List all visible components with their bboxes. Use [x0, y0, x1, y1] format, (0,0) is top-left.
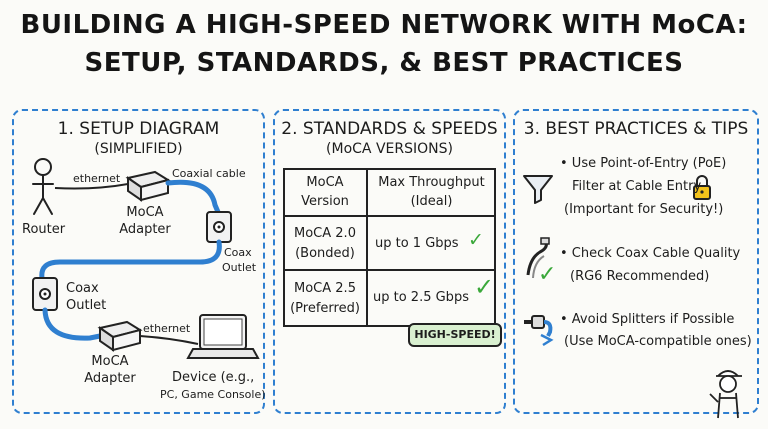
moca-adapter-top-label-1: MoCA — [126, 205, 164, 220]
cable-quality-check-icon: ✓ — [538, 262, 557, 287]
row1-speed: up to 1 Gbps — [375, 236, 459, 251]
panel1-subheading: (SIMPLIFIED) — [94, 141, 183, 157]
tip3-line1: • Avoid Splitters if Possible — [560, 312, 735, 327]
tip2-line1: • Check Coax Cable Quality — [560, 246, 741, 261]
standards-panel: 2. STANDARDS & SPEEDS (MoCA VERSIONS) — [273, 109, 506, 414]
coax-outlet-left-label-1: Coax — [66, 281, 99, 296]
header-throughput-1: Max Throughput — [378, 175, 485, 190]
coax-cable-coil-icon — [526, 237, 550, 279]
funnel-filter-icon — [523, 175, 553, 204]
header-throughput-2: (Ideal) — [410, 194, 453, 209]
tip3-line2: (Use MoCA-compatible ones) — [564, 334, 752, 349]
row1-version-1: MoCA 2.0 — [294, 226, 356, 241]
row2-version-1: MoCA 2.5 — [294, 281, 356, 296]
high-speed-badge: HIGH-SPEED! — [408, 323, 502, 347]
setup-diagram-panel: 1. SETUP DIAGRAM (SIMPLIFIED) — [12, 109, 265, 414]
moca-versions-table: MoCA Version Max Throughput (Ideal) MoCA… — [283, 168, 496, 327]
tip1-line1: • Use Point-of-Entry (PoE) — [560, 156, 727, 171]
technician-character-icon — [709, 370, 742, 419]
router-label: Router — [22, 222, 66, 237]
moca-adapter-top-label-2: Adapter — [119, 222, 171, 237]
panel2-heading: 2. STANDARDS & SPEEDS — [281, 119, 498, 139]
coax-outlet-right-label-1: Coax — [224, 246, 252, 259]
ethernet-cable-bottom-icon — [139, 335, 199, 345]
tip1-line3: (Important for Security!) — [564, 202, 724, 217]
coax-cable-top-icon — [165, 179, 221, 215]
coax-outlet-left-icon — [32, 277, 58, 311]
row1-check-icon: ✓ — [468, 229, 484, 251]
title-line-2: SETUP, STANDARDS, & BEST PRACTICES — [84, 48, 684, 78]
tip1-line2: Filter at Cable Entry — [572, 179, 702, 194]
tip2-line2: (RG6 Recommended) — [570, 269, 710, 284]
panel1-heading: 1. SETUP DIAGRAM — [57, 119, 220, 139]
panel2-subheading: (MoCA VERSIONS) — [326, 141, 453, 157]
header-version-2: Version — [301, 194, 349, 209]
best-practices-panel: 3. BEST PRACTICES & TIPS — [513, 109, 759, 414]
ethernet-cable-top-icon — [54, 183, 129, 190]
header-version-1: MoCA — [306, 175, 344, 190]
moca-adapter-bottom-label-1: MoCA — [91, 354, 129, 369]
moca-adapter-bottom-icon — [97, 320, 143, 352]
lock-icon — [693, 175, 711, 200]
moca-adapter-top-icon — [125, 170, 171, 202]
coaxial-cable-label: Coaxial cable — [172, 167, 246, 180]
panel3-heading: 3. BEST PRACTICES & TIPS — [523, 119, 749, 139]
row1-version-2: (Bonded) — [295, 246, 355, 261]
coax-outlet-left-label-2: Outlet — [66, 298, 107, 313]
moca-adapter-bottom-label-2: Adapter — [84, 371, 136, 386]
router-figure-icon — [32, 158, 54, 215]
splitter-icon — [524, 315, 554, 347]
row2-version-2: (Preferred) — [290, 301, 360, 316]
laptop-icon — [186, 314, 260, 359]
row2-check-icon: ✓ — [473, 273, 495, 301]
coax-cable-bottom-icon — [42, 307, 103, 341]
coax-outlet-right-icon — [206, 211, 232, 243]
title-line-1: BUILDING A HIGH-SPEED NETWORK WITH MoCA: — [20, 10, 748, 40]
coax-cable-middle-icon — [39, 239, 222, 281]
table-grid — [283, 168, 496, 327]
device-label-1: Device (e.g., — [172, 370, 255, 385]
row2-speed: up to 2.5 Gbps — [373, 290, 469, 305]
ethernet-bottom-label: ethernet — [143, 322, 191, 335]
device-label-2: PC, Game Console) — [160, 388, 266, 401]
coax-outlet-right-label-2: Outlet — [222, 261, 257, 274]
ethernet-top-label: ethernet — [73, 172, 121, 185]
